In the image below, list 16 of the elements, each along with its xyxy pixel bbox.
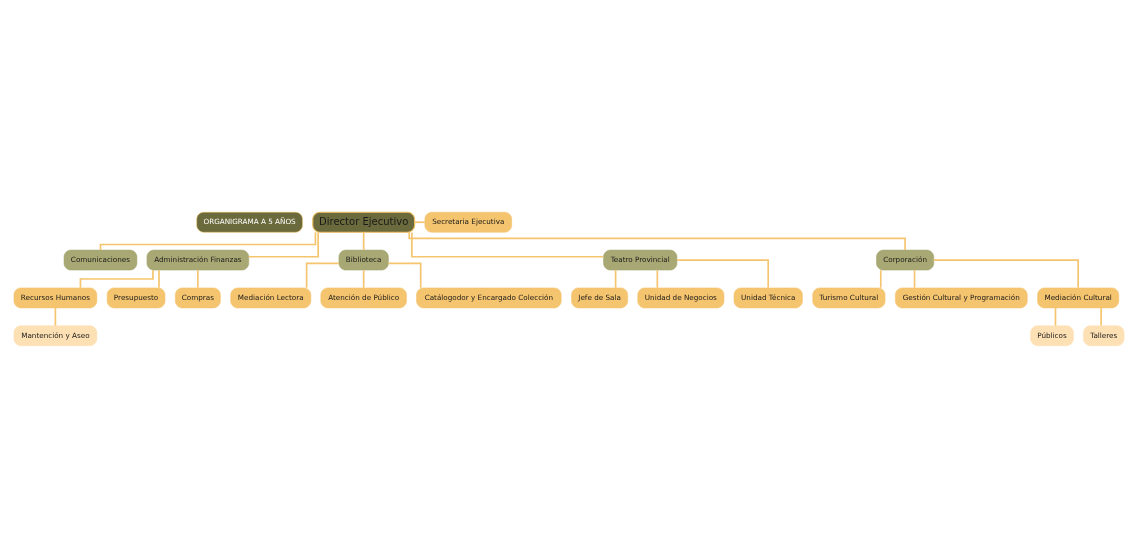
connector xyxy=(248,231,319,258)
connector xyxy=(1100,307,1102,327)
node-box: Director Ejecutivo xyxy=(312,211,416,233)
connector xyxy=(411,231,605,258)
connector xyxy=(362,269,365,289)
connector xyxy=(413,221,426,224)
connector xyxy=(408,231,906,251)
connector xyxy=(879,269,882,289)
connector xyxy=(387,262,422,289)
connector xyxy=(933,259,1079,289)
connector xyxy=(158,269,160,289)
connector xyxy=(197,269,199,289)
connector xyxy=(362,231,365,251)
connector xyxy=(79,269,154,289)
connector xyxy=(305,262,340,289)
connector xyxy=(676,259,770,289)
